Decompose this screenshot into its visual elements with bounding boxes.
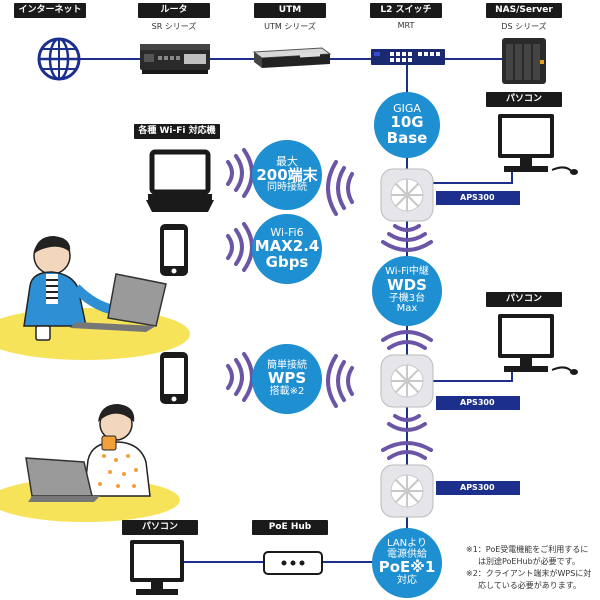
feature-circle-wds: Wi-Fi中継 WDS 子機3台 Max <box>372 256 442 326</box>
wifi-arc <box>381 330 433 342</box>
note-line: ※2：クライアント端末がWPSに対 <box>466 569 592 578</box>
note-line: 応している必要があります。 <box>478 581 581 590</box>
feature-circle-poe: LANより 電源供給 PoE※1 対応 <box>372 528 442 598</box>
desktop-pc-icon <box>498 114 578 175</box>
wifi-arc <box>387 340 427 350</box>
feature-circle-wps: 簡単接続 WPS 搭載※2 <box>252 344 322 414</box>
access-point-icon <box>380 354 434 408</box>
access-point-icon <box>380 464 434 518</box>
circle-line: PoE※1 <box>378 558 436 577</box>
circle-line: Base <box>386 128 428 147</box>
desktop-pc-icon <box>498 314 578 375</box>
sublabel-utm: UTM シリーズ <box>264 22 316 31</box>
circle-line: 対応 <box>397 575 417 587</box>
label-utm: UTM <box>254 3 326 18</box>
label-wifi-clients: 各種 Wi-Fi 対応機器 <box>134 124 220 151</box>
circle-line: LANより <box>387 538 427 550</box>
wifi-arc <box>326 160 338 216</box>
feature-circle-10g: GIGA 10G Base <box>374 92 440 158</box>
wifi-arc <box>242 222 254 272</box>
circle-line: 同時接続 <box>267 182 307 194</box>
smartphone-icon <box>160 352 188 404</box>
l2-switch-icon <box>371 49 445 65</box>
circle-line: 搭載※2 <box>269 385 305 397</box>
wifi-arc <box>381 240 433 252</box>
circle-line: 10G <box>390 113 424 132</box>
feature-circle-200: 最大 200端末 同時接続 <box>252 140 322 210</box>
wifi-arc <box>234 154 244 192</box>
wifi-arc <box>393 414 421 422</box>
wifi-arc <box>346 366 354 396</box>
circle-line: MAX2.4 <box>254 237 320 256</box>
aps-label-1: APS300 <box>436 191 520 205</box>
laptop-icon <box>146 149 214 212</box>
globe-icon <box>37 37 81 81</box>
wifi-arc <box>387 422 427 432</box>
label-router: ルータ <box>138 3 210 18</box>
note-line: ※1：PoE受電機能をご利用するに <box>466 545 589 554</box>
utm-device-icon <box>252 47 332 68</box>
wifi-arc <box>326 354 338 408</box>
wifi-arc <box>393 224 421 232</box>
circle-line: 200端末 <box>256 165 318 184</box>
wifi-arc <box>336 166 346 210</box>
wifi-arc <box>234 358 244 396</box>
wifi-arc <box>226 234 234 260</box>
wifi-arc <box>336 360 346 402</box>
circle-line: WPS <box>267 369 307 388</box>
person-with-laptop-illustration <box>23 236 167 341</box>
label-pc-2: パソコン <box>486 292 562 307</box>
smartphone-icon <box>160 224 188 276</box>
label-pc-3: パソコン <box>122 520 198 535</box>
label-internet: インターネット <box>14 3 86 18</box>
router-device-icon <box>140 44 210 74</box>
person-with-laptop-illustration <box>25 404 151 502</box>
feature-circle-wifi6: Wi-Fi6 MAX2.4 Gbps <box>252 214 322 284</box>
sublabel-nas: DS シリーズ <box>501 22 547 31</box>
sublabel-l2-switch: MRT <box>397 21 415 30</box>
wifi-arc <box>226 160 234 186</box>
circle-line: 子機3台 <box>388 292 426 304</box>
wifi-arc <box>242 352 254 402</box>
circle-line: 電源供給 <box>387 548 427 560</box>
circle-line: GIGA <box>393 102 421 116</box>
label-l2-switch: L2 スイッチ <box>370 3 442 18</box>
circle-line: Gbps <box>265 252 309 271</box>
circle-line: Wi-Fi中継 <box>385 266 429 278</box>
circle-line: Max <box>396 303 418 315</box>
label-pc-1: パソコン <box>486 92 562 107</box>
access-point-icon <box>380 168 434 222</box>
wifi-arc <box>387 450 427 460</box>
note-1: ※1：PoE受電機能をご利用するに は別途PoEHubが必要です。 ※2：クライ… <box>466 544 598 592</box>
nas-device-icon <box>502 38 546 84</box>
label-poe-hub: PoE Hub <box>252 520 328 535</box>
aps-label-2: APS300 <box>436 396 520 410</box>
label-nas: NAS/Server <box>486 3 562 18</box>
wifi-arc <box>226 364 234 390</box>
wifi-arc <box>387 232 427 242</box>
circle-line: 最大 <box>276 155 298 169</box>
circle-line: WDS <box>387 275 427 294</box>
desktop-pc-icon <box>130 540 184 595</box>
note-line: は別途PoEHubが必要です。 <box>478 557 580 566</box>
wifi-arc <box>346 172 354 204</box>
wifi-arc <box>234 228 244 266</box>
aps-label-3: APS300 <box>436 481 520 495</box>
circle-line: Wi-Fi6 <box>270 226 304 240</box>
link-pc-1 <box>407 170 513 184</box>
poe-hub-icon <box>263 551 323 575</box>
wifi-arc <box>242 148 254 198</box>
circle-line: 簡単接続 <box>267 359 307 371</box>
sublabel-router: SR シリーズ <box>151 22 197 31</box>
link-pc-2 <box>407 370 513 382</box>
wifi-arc <box>381 441 433 452</box>
